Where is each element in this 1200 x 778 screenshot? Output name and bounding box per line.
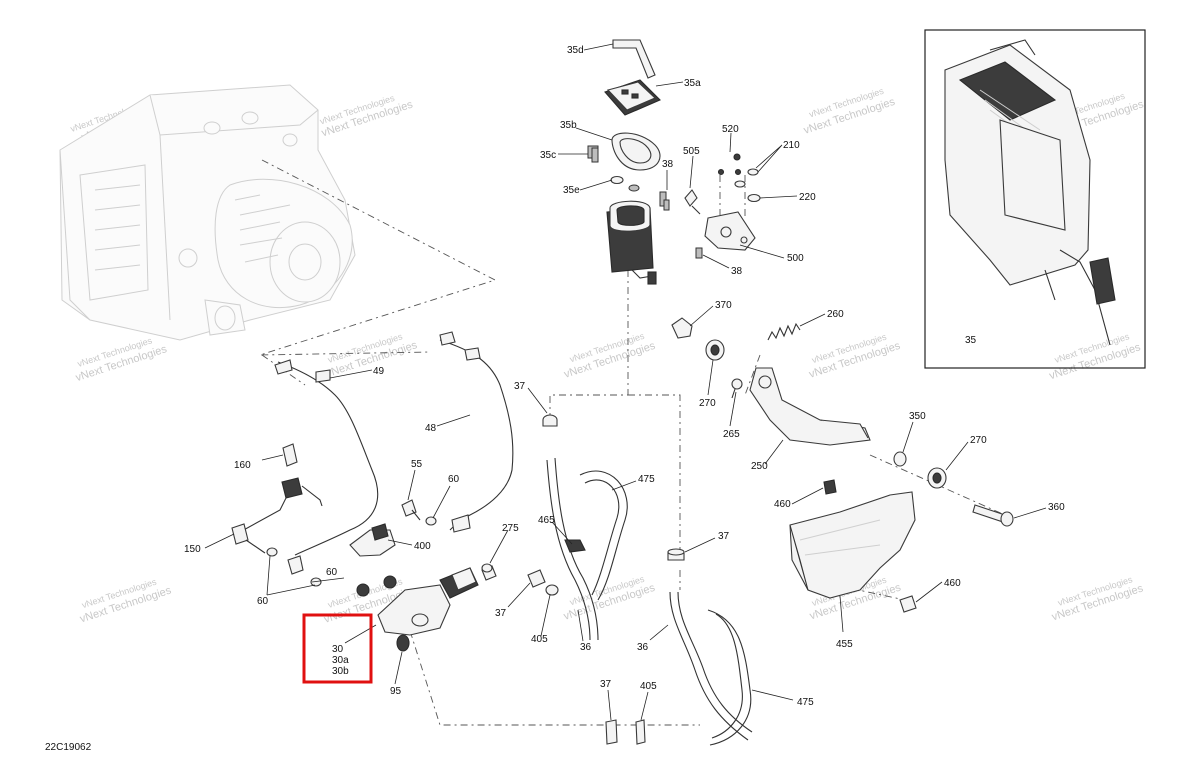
callout-455: 455 <box>836 639 853 650</box>
callout-37-upper: 37 <box>514 381 526 392</box>
callout-220: 220 <box>799 192 816 203</box>
bearing-270-lower <box>927 467 947 489</box>
callout-260: 260 <box>827 309 844 320</box>
module-cover-35a <box>604 79 661 116</box>
bushing-370 <box>671 317 693 339</box>
cable-48 <box>439 331 514 533</box>
callout-405-mid: 405 <box>531 634 548 645</box>
bracket-400 <box>349 523 396 557</box>
callout-265: 265 <box>723 429 740 440</box>
leader-lines <box>204 43 1047 721</box>
callout-35: 35 <box>965 335 977 346</box>
hose-36-upper <box>546 457 599 641</box>
callout-30: 30 <box>332 644 344 655</box>
callout-labels: 35d 35a 35b 35c 35e 38 505 520 210 220 5… <box>184 45 1065 708</box>
inset-frame-35 <box>924 29 1146 369</box>
clamp-37-upper <box>542 414 558 427</box>
callout-360: 360 <box>1048 502 1065 513</box>
clip-160 <box>282 443 298 467</box>
callout-250: 250 <box>751 461 768 472</box>
washers-60 <box>266 516 437 587</box>
callout-60-upper: 60 <box>448 474 460 485</box>
callout-520: 520 <box>722 124 739 135</box>
rivet-460-upper <box>823 479 837 495</box>
connector-35c <box>587 145 599 163</box>
hose-475-upper <box>579 470 628 601</box>
pedal-250 <box>749 367 871 446</box>
callout-49: 49 <box>373 366 385 377</box>
clip-38-lower <box>695 247 703 259</box>
callout-400: 400 <box>414 541 431 552</box>
callout-475-upper: 475 <box>638 474 655 485</box>
bolt-55 <box>401 499 421 521</box>
clamp-37-right <box>667 548 685 561</box>
callout-210: 210 <box>783 140 800 151</box>
washer-350 <box>893 451 907 467</box>
callout-270-lower: 270 <box>970 435 987 446</box>
clamp-37-lower <box>527 569 559 596</box>
callout-55: 55 <box>411 459 423 470</box>
line-150 <box>231 477 323 554</box>
gasket-35b <box>611 132 661 171</box>
callout-500: 500 <box>787 253 804 264</box>
callout-460-lower: 460 <box>944 578 961 589</box>
bracket-500 <box>704 211 756 251</box>
callout-465: 465 <box>538 515 555 526</box>
callout-370: 370 <box>715 300 732 311</box>
hose-36-lower <box>669 591 753 741</box>
bearing-270-upper <box>705 339 725 361</box>
abs-module-ghost <box>59 84 356 341</box>
spring-260 <box>767 322 801 341</box>
callout-60-left: 60 <box>257 596 269 607</box>
sensor-housing <box>606 200 657 285</box>
clip-465 <box>564 539 586 553</box>
cover-455 <box>789 491 916 599</box>
callout-35b: 35b <box>560 120 577 131</box>
bolt-360 <box>972 504 1014 527</box>
callout-475-lower: 475 <box>797 697 814 708</box>
callout-505: 505 <box>683 146 700 157</box>
callout-270-upper: 270 <box>699 398 716 409</box>
highlight-rectangle <box>302 613 373 684</box>
callout-35a: 35a <box>684 78 701 89</box>
rivet-460-lower <box>899 595 917 613</box>
master-cylinder-30 <box>356 563 497 636</box>
washer-35e <box>610 175 640 192</box>
callout-150: 150 <box>184 544 201 555</box>
callout-35c: 35c <box>540 150 556 161</box>
drawing-code: 22C19062 <box>45 742 92 753</box>
callout-37-lower: 37 <box>495 608 507 619</box>
callout-350: 350 <box>909 411 926 422</box>
callout-37-bottom: 37 <box>600 679 612 690</box>
sensor-bracket-35d <box>612 39 656 79</box>
sensor-505 <box>684 189 701 215</box>
bolt-265 <box>731 378 743 399</box>
callout-36-upper: 36 <box>580 642 592 653</box>
callout-60-mid: 60 <box>326 567 338 578</box>
clamp-405-bottom <box>635 719 646 745</box>
callout-95: 95 <box>390 686 402 697</box>
callout-275: 275 <box>502 523 519 534</box>
callout-160: 160 <box>234 460 251 471</box>
callout-460-upper: 460 <box>774 499 791 510</box>
callout-35e: 35e <box>563 185 580 196</box>
callout-38-lower: 38 <box>731 266 743 277</box>
clamp-37-bottom <box>605 719 618 745</box>
cable-49 <box>274 359 379 556</box>
callout-405-bottom: 405 <box>640 681 657 692</box>
callout-38-upper: 38 <box>662 159 674 170</box>
hose-475-lower <box>707 609 752 746</box>
callout-30b: 30b <box>332 666 349 677</box>
clip-38-upper <box>659 191 670 211</box>
highlight-box-30[interactable]: 30 30a 30b <box>302 613 373 684</box>
cap-95 <box>396 634 410 652</box>
callout-35d: 35d <box>567 45 584 56</box>
callout-37-right: 37 <box>718 531 730 542</box>
bolts-520-210 <box>717 153 761 203</box>
callout-30a: 30a <box>332 655 349 666</box>
callout-48: 48 <box>425 423 437 434</box>
callout-36-lower: 36 <box>637 642 649 653</box>
